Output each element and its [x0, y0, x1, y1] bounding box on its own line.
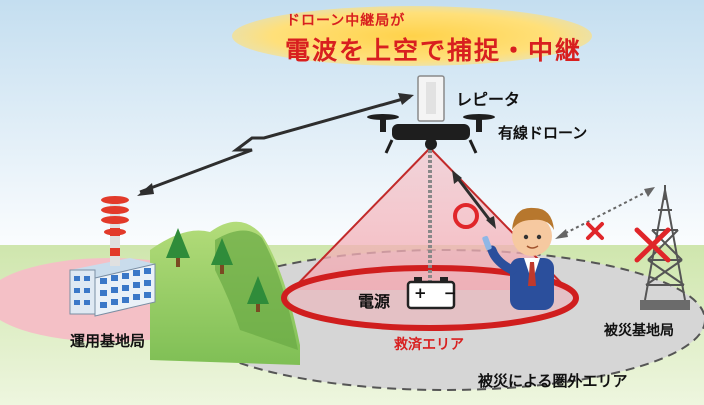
tree-icon — [166, 228, 190, 267]
ng-cross-mark-icon — [586, 222, 604, 240]
operations-base-station-label: 運用基地局 — [70, 332, 146, 350]
tethered-drone-label: 有線ドローン — [498, 124, 588, 142]
headline-subtitle: ドローン中継局が — [286, 13, 406, 29]
out-of-service-area-label: 被災による圏外エリア — [478, 372, 628, 390]
rescue-area-label: 救済エリア — [394, 337, 464, 353]
power-battery-icon — [406, 277, 456, 310]
ng-cross-mark-icon — [634, 227, 671, 263]
power-source-label: 電源 — [358, 292, 391, 311]
blocked-link-arrow — [555, 187, 655, 239]
damaged-base-station-label: 被災基地局 — [604, 323, 674, 339]
drone-user-link-arrow — [452, 170, 496, 229]
repeater-label: レピータ — [456, 90, 521, 109]
beam-edge-left — [289, 147, 431, 293]
tethered-drone-icon — [367, 114, 495, 154]
operations-base-station-icon — [69, 196, 156, 317]
battery-symbol: + − — [414, 284, 463, 302]
tree-icon — [247, 276, 269, 312]
backhaul-link-arrow — [137, 93, 414, 196]
ok-circle-mark-icon — [453, 203, 479, 229]
user-person-icon — [482, 207, 554, 310]
rescue-beam-cone — [290, 148, 570, 290]
repeater-device — [417, 75, 445, 122]
tree-icon — [211, 238, 233, 274]
headline-title: 電波を上空で捕捉・中継 — [285, 36, 583, 65]
headline-banner — [232, 6, 592, 66]
